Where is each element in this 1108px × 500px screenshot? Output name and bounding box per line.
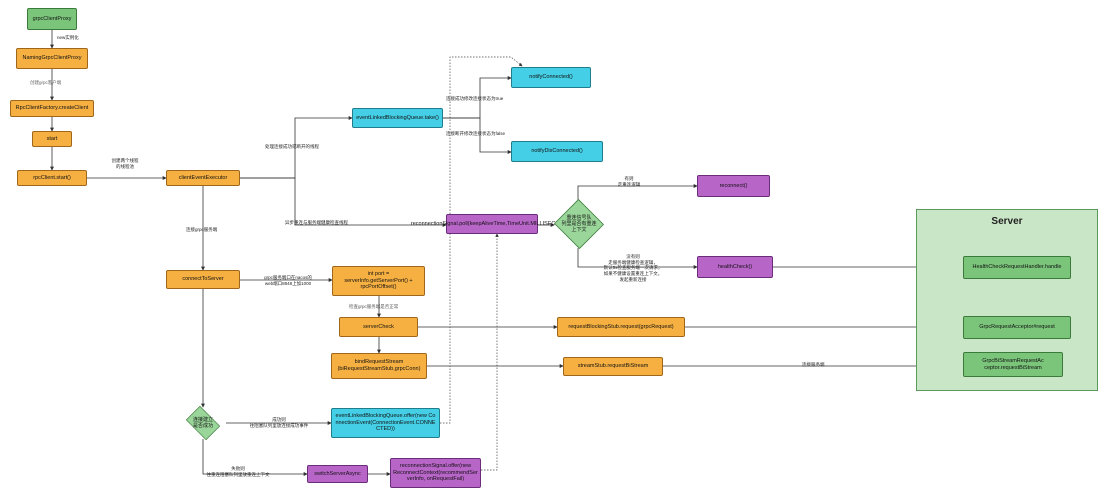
label-fail-queue: 失败则 往重连阻塞队列里放重连上下文 [206,466,270,477]
edge-executor-poll [240,177,447,227]
label-create-two-threads: 创建两个线程 的线程池 [111,158,139,169]
label-create-grpc-client: 创建grpc客户端 [30,80,62,85]
decision-reconnect-text: 重连信号队 列里是否有重连 上下文 [561,215,597,233]
edge-decision-reconnect [577,184,698,200]
node-rpc-client-start: rpcClient.start() [17,170,87,186]
node-start: start [32,131,72,147]
node-reconnection-poll: reconnectionSignal.poll(keepAliveTime,Ti… [411,214,573,234]
decision-connected-text: 连接建立 是否成功 [192,417,213,429]
label-async-reconnect: 异步重连与服务端健康检查线程 [285,220,348,225]
node-request-blocking-stub: requestBlockingStub.request(grpcRequest) [557,317,685,337]
node-notify-disconnected: notifyDisConnected() [511,141,603,162]
label-success-queue: 成功则 往阻塞队列里放连接成功事件 [249,417,309,428]
label-connect-success-true: 连接成功修改连接状态为true [446,96,504,101]
server-node-request-acceptor: GrpcRequestAcceptor#request [963,316,1071,339]
edge-offer-to-notify-dashed [440,56,523,424]
node-health-check: healthCheck() [697,256,773,278]
node-event-queue-offer: eventLinkedBlockingQueue.offer(new Co nn… [331,408,440,438]
node-connect-to-server: connectToServer [166,270,240,289]
node-grpc-client-proxy: grpcClientProxy [27,8,77,30]
label-new-instance: new实例化 [57,35,79,40]
node-reconnect: reconnect() [697,175,770,197]
server-title: Server [991,216,1023,227]
node-rpc-client-factory: RpcClientFactory.createClient [10,100,94,117]
label-no-health-check: 没有则 走服务端健康检查逻辑， 默认5s检查服务端一次请求， 如果不健康设置重连… [603,254,663,282]
node-stream-stub: streamStub.requestBiStream [563,357,663,376]
server-node-health-handler: HealthCheckRequestHandler.handle [963,256,1071,279]
edge-decision-switch [202,439,308,476]
label-handle-connect-thread: 处理连接成功或断开的线程 [265,144,319,149]
label-connect-server: 连接服务端 [802,362,825,367]
edge-reconnect-offer-to-poll-dashed [481,233,499,471]
label-check-server-normal: 检查grpc服务端是否正常 [349,304,399,309]
node-int-port: int port = serverInfo.getServerPort() + … [332,266,425,296]
decision-connection-established: 连接建立 是否成功 [180,405,226,441]
edge-take-disconnected [443,117,512,154]
node-switch-server-async: switchServerAsync [307,465,368,483]
node-naming-grpc-client-proxy: NamingGrpcClientProxy [16,48,88,69]
node-reconnection-offer: reconnectionSignal.offer(new ReconnectCo… [390,458,481,488]
label-disconnect-false: 连接断开修改连接状态为false [446,131,506,136]
label-grpc-port-offset: grpc服务端口在nacos的 web端口8848上加1000 [264,275,312,286]
decision-reconnect-context: 重连信号队 列里是否有重连 上下文 [554,199,604,249]
node-client-event-executor: clientEventExecutor [166,170,240,186]
server-node-bistream-acceptor: GrpcBiStreamRequestAc ceptor.requestBiSt… [963,352,1063,377]
node-event-queue-take: eventLinkedBlockingQueue.take() [352,108,443,128]
edge-decision-health [577,248,698,269]
node-notify-connected: notifyConnected() [511,67,591,88]
label-connect-grpc-server: 连接grpc服务端 [186,227,218,232]
node-server-check: serverCheck [339,317,418,337]
label-has-reconnect: 有则 走重连逻辑 [617,176,641,187]
node-bind-request-stream: bindRequestStream (biRequestStreamStub,g… [331,353,427,379]
